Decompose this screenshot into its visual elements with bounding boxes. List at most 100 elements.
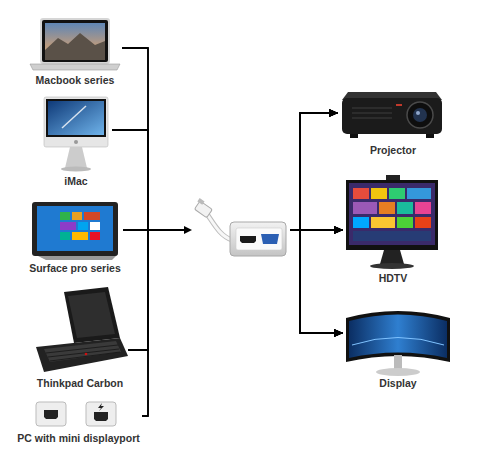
hdtv-illustration-part bbox=[415, 202, 431, 214]
projector-illustration-part bbox=[342, 98, 442, 134]
hdtv-illustration-part bbox=[346, 180, 438, 250]
macbook-illustration-part bbox=[45, 23, 105, 60]
imac-illustration-part bbox=[65, 147, 87, 168]
mini-displayport-icons-part bbox=[86, 402, 116, 426]
hdtv-illustration-part bbox=[353, 217, 369, 228]
surface-illustration-part bbox=[32, 202, 118, 256]
hdtv-illustration-part bbox=[353, 188, 369, 199]
adapter-illustration-part bbox=[230, 222, 286, 256]
macbook-illustration-part bbox=[42, 20, 108, 62]
device-caption: Surface pro series bbox=[29, 262, 121, 275]
display-illustration-part bbox=[376, 368, 420, 376]
thinkpad-illustration-part bbox=[46, 345, 120, 361]
hdtv-illustration-part bbox=[379, 202, 395, 214]
output-device: HDTV bbox=[343, 172, 443, 287]
adapter-illustration-part bbox=[236, 228, 282, 250]
hdtv-illustration-part bbox=[353, 202, 377, 214]
mini-displayport-icons-part bbox=[44, 410, 58, 419]
surface-illustration-part bbox=[72, 212, 82, 220]
thinkpad-illustration-part bbox=[85, 353, 88, 356]
thinkpad-illustration-part bbox=[68, 292, 115, 338]
source-device: Surface pro series bbox=[27, 198, 123, 277]
output-device: Projector bbox=[338, 82, 448, 159]
hdtv-illustration-part bbox=[397, 217, 413, 228]
connector-arrow bbox=[112, 130, 343, 333]
adapter-illustration-part bbox=[207, 214, 232, 240]
imac-illustration-part bbox=[46, 99, 106, 137]
device-caption: HDTV bbox=[379, 272, 408, 285]
hdtv-illustration-part bbox=[415, 217, 431, 228]
hdtv-illustration-part bbox=[407, 188, 431, 199]
thinkpad-illustration-part bbox=[36, 338, 128, 372]
connector-arrow bbox=[142, 113, 338, 416]
hdtv-illustration-part bbox=[389, 188, 405, 199]
adapter-illustration-part bbox=[197, 198, 204, 205]
surface-illustration bbox=[32, 202, 118, 260]
surface-illustration-part bbox=[90, 232, 100, 240]
surface-illustration-part bbox=[72, 232, 88, 240]
thinkpad-illustration bbox=[36, 287, 128, 372]
device-caption: iMac bbox=[64, 175, 87, 188]
device-caption: Display bbox=[379, 377, 416, 390]
imac-illustration-part bbox=[62, 106, 86, 128]
hdtv-illustration-part bbox=[380, 250, 404, 264]
connector-arrow bbox=[122, 48, 343, 333]
hdtv-illustration-part bbox=[370, 263, 414, 269]
projector-illustration-part bbox=[350, 134, 358, 138]
mini-displayport-icons-part bbox=[36, 402, 66, 426]
hdtv-illustration-part bbox=[371, 188, 387, 199]
adapter-illustration-part bbox=[184, 226, 192, 234]
adapter-illustration-part bbox=[207, 214, 232, 240]
source-device: iMac bbox=[40, 95, 112, 190]
display-illustration-part bbox=[346, 311, 450, 362]
mini-displayport-icons-part bbox=[98, 403, 104, 411]
hdtv-illustration bbox=[346, 175, 438, 269]
source-device: Macbook series bbox=[28, 16, 122, 89]
device-caption: Projector bbox=[370, 144, 416, 157]
projector-illustration-part bbox=[396, 104, 402, 106]
surface-illustration-part bbox=[60, 222, 76, 230]
mini-displayport-icons-part bbox=[94, 412, 108, 421]
adapter-illustration-part bbox=[186, 200, 290, 264]
projector-illustration bbox=[342, 92, 442, 138]
device-caption: PC with mini displayport bbox=[17, 432, 140, 445]
projector-illustration-part bbox=[407, 102, 433, 128]
imac-illustration-part bbox=[74, 140, 78, 144]
macbook-illustration-part bbox=[40, 18, 110, 64]
imac-illustration-part bbox=[44, 97, 108, 147]
projector-illustration-part bbox=[352, 108, 392, 118]
projector-illustration-part bbox=[413, 108, 427, 122]
surface-illustration-part bbox=[60, 212, 70, 220]
hdtv-illustration-part bbox=[397, 202, 413, 214]
imac-illustration-part bbox=[61, 167, 91, 172]
macbook-illustration-part bbox=[45, 33, 105, 60]
macbook-illustration bbox=[30, 18, 120, 70]
adapter-illustration bbox=[184, 198, 290, 264]
device-caption: Thinkpad Carbon bbox=[37, 377, 123, 390]
imac-illustration bbox=[44, 97, 108, 172]
connector-arrow bbox=[128, 113, 338, 350]
hdtv-illustration-part bbox=[349, 183, 435, 245]
adapter-illustration-part bbox=[261, 234, 279, 244]
device-caption: Macbook series bbox=[36, 74, 115, 87]
mini-displayport-icons bbox=[36, 402, 116, 426]
projector-illustration-part bbox=[426, 134, 434, 138]
source-device: Thinkpad Carbon bbox=[32, 287, 128, 392]
surface-illustration-part bbox=[90, 222, 100, 230]
adapter-illustration-part bbox=[240, 236, 256, 243]
output-device: Display bbox=[343, 305, 453, 392]
surface-illustration-part bbox=[78, 222, 88, 230]
display-illustration bbox=[346, 311, 450, 376]
source-device: PC with mini displayport bbox=[15, 400, 142, 447]
thinkpad-illustration-part bbox=[44, 341, 121, 362]
surface-illustration-part bbox=[37, 206, 113, 251]
hdtv-illustration-part bbox=[386, 175, 400, 180]
projector-illustration-part bbox=[416, 111, 420, 115]
display-illustration-part bbox=[349, 315, 447, 359]
hdtv-illustration-part bbox=[353, 231, 431, 241]
hdtv-illustration-part bbox=[371, 217, 395, 228]
imac-illustration-part bbox=[48, 101, 104, 135]
surface-illustration-part bbox=[60, 232, 70, 240]
